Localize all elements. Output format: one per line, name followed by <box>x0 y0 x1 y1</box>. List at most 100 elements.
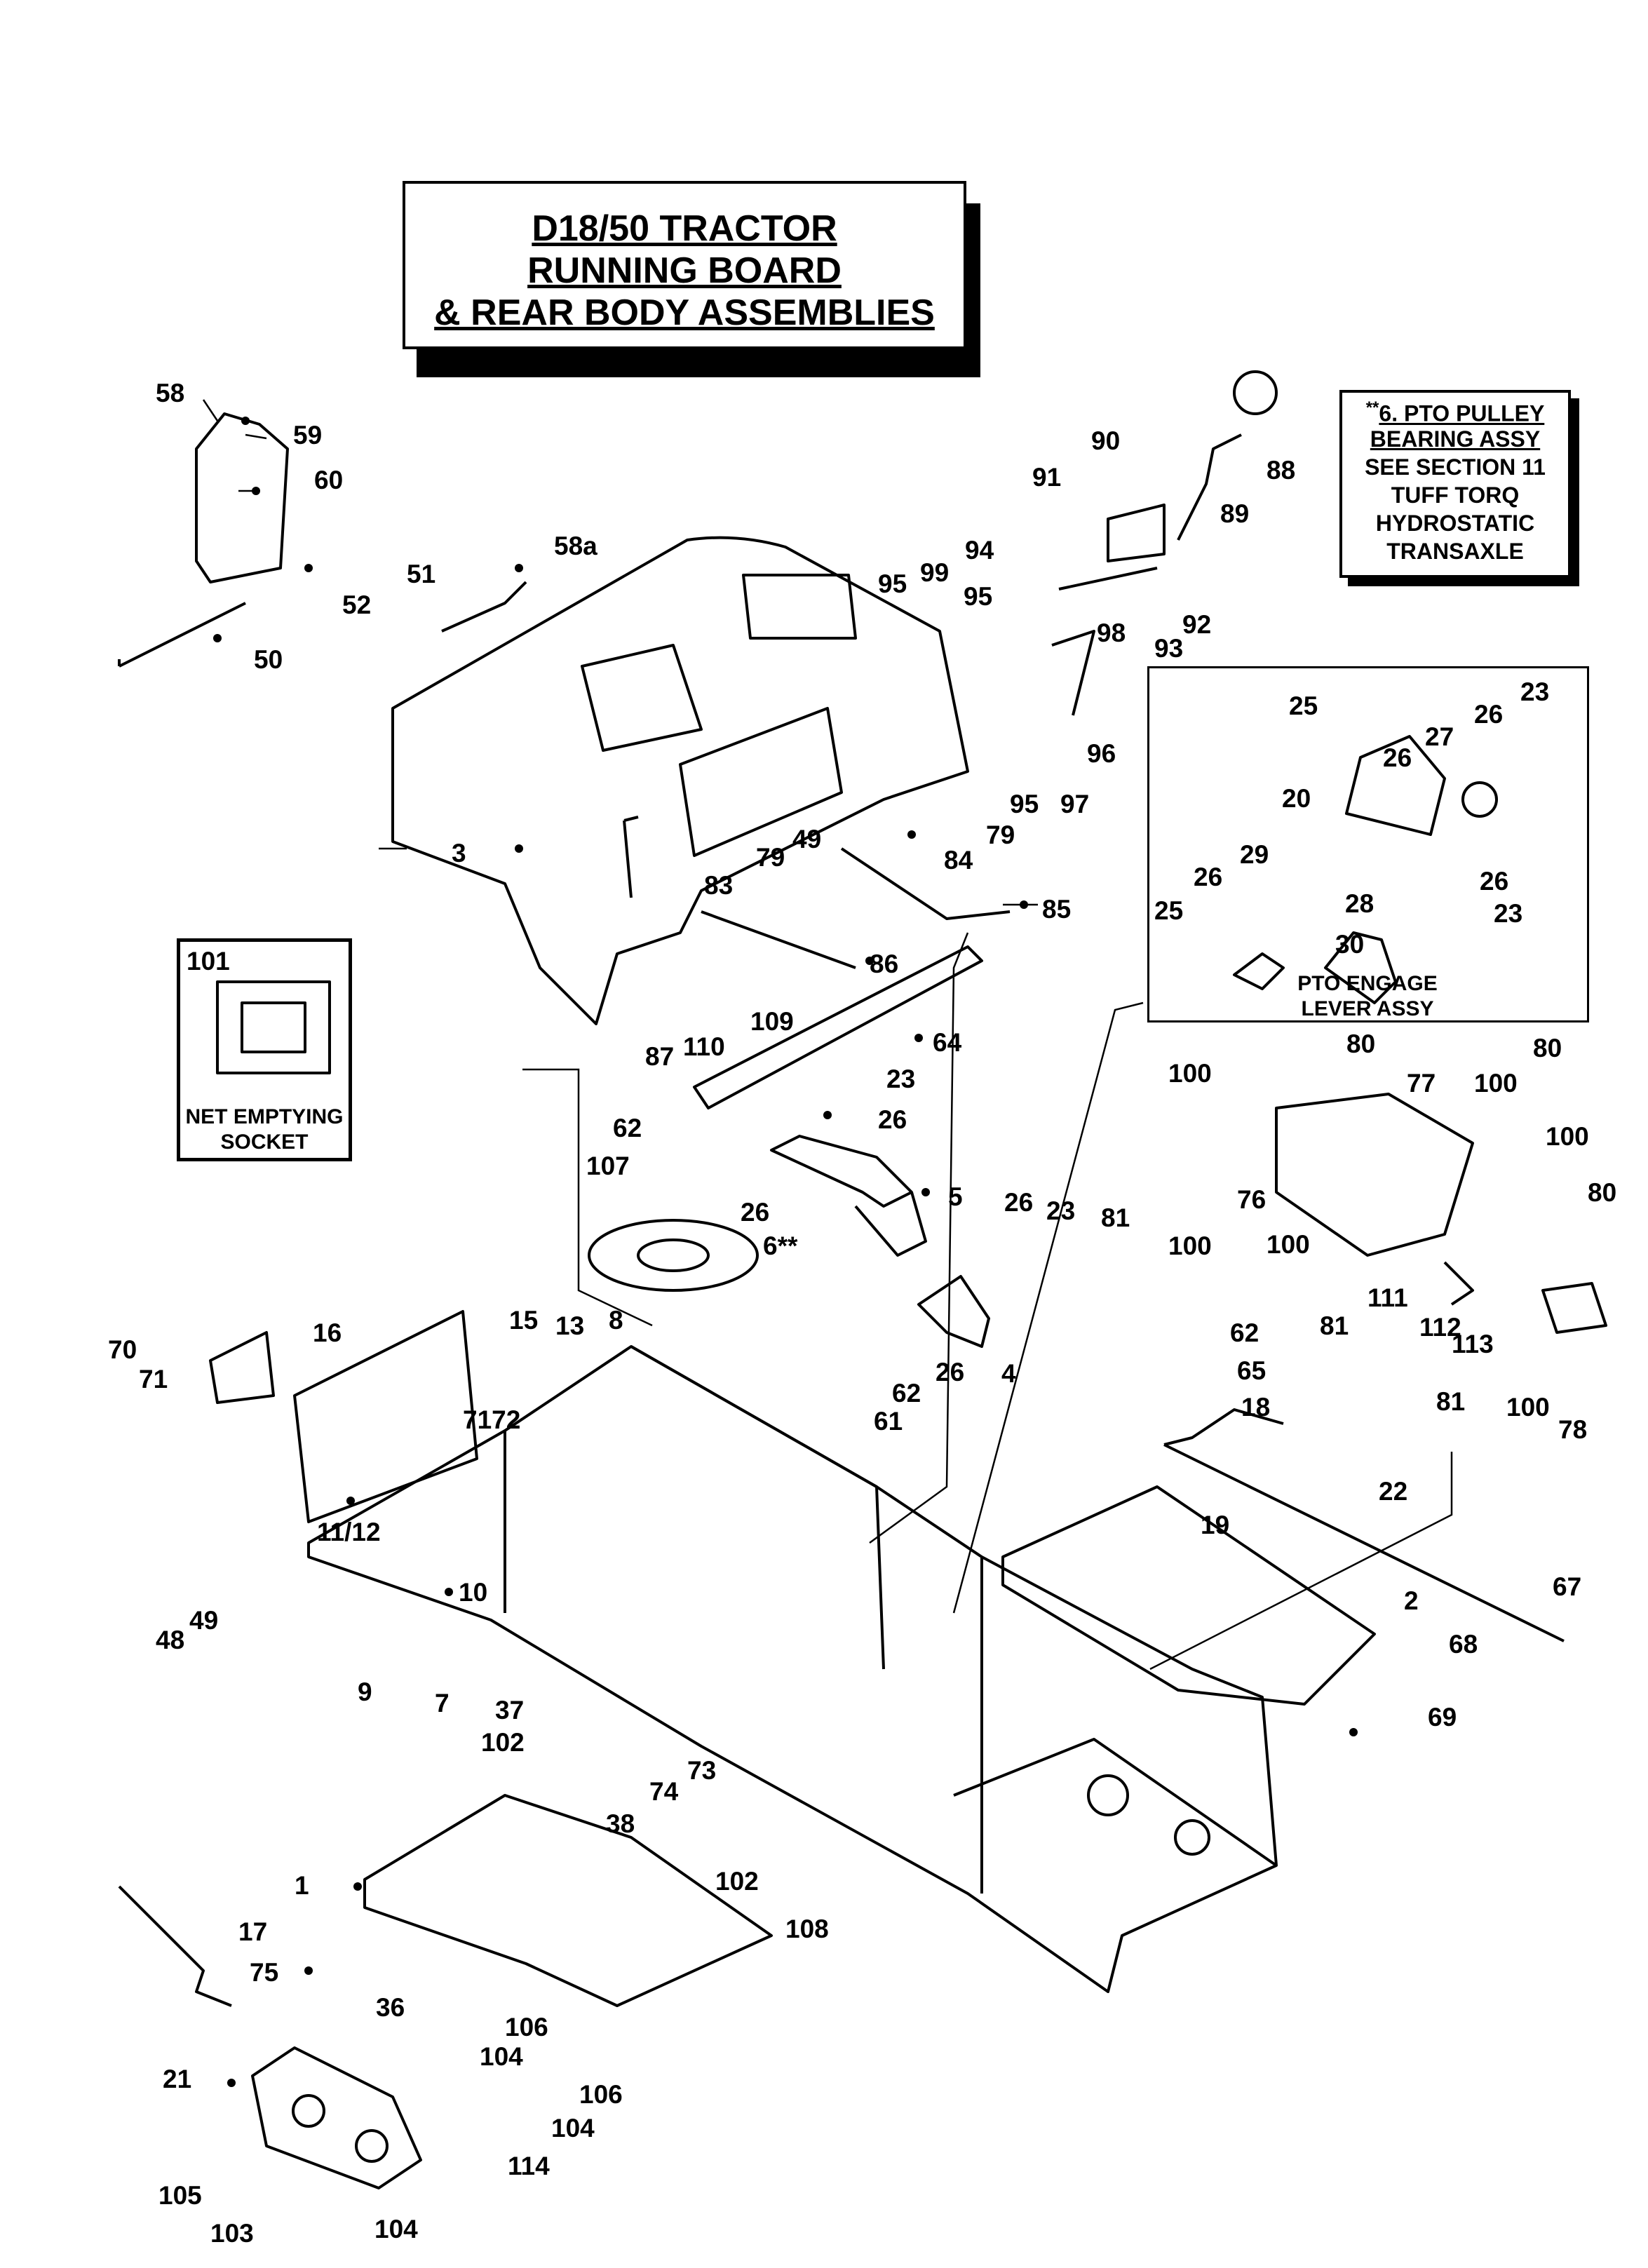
note-line-5: HYDROSTATIC <box>1375 511 1535 536</box>
callout-28: 28 <box>1345 889 1375 918</box>
callout-100-c: 100 <box>1168 1231 1212 1260</box>
callout-74: 74 <box>649 1777 679 1806</box>
callout-91: 91 <box>1032 463 1062 492</box>
callout-23-c: 23 <box>1520 677 1550 706</box>
callout-3: 3 <box>452 839 466 868</box>
callout-38: 38 <box>606 1809 635 1838</box>
callout-111: 111 <box>1367 1283 1408 1312</box>
callout-26-b: 26 <box>741 1198 770 1227</box>
callout-18: 18 <box>1241 1393 1271 1422</box>
callout-67: 67 <box>1553 1572 1582 1601</box>
callout-114: 114 <box>508 2152 550 2180</box>
callout-100-f: 100 <box>1506 1393 1550 1422</box>
callout-98: 98 <box>1097 619 1126 647</box>
callout-103: 103 <box>210 2219 254 2248</box>
callout-100-e: 100 <box>1546 1122 1589 1151</box>
note-line-6: TRANSAXLE <box>1386 539 1524 564</box>
callout-96: 96 <box>1087 739 1116 768</box>
callout-22: 22 <box>1379 1477 1408 1506</box>
callout-94: 94 <box>965 536 994 565</box>
callout-76: 76 <box>1237 1185 1267 1214</box>
callout-73: 73 <box>687 1756 717 1785</box>
callout-79-b: 79 <box>986 821 1015 849</box>
callout-36: 36 <box>376 1993 405 2022</box>
callout-62-b: 62 <box>892 1379 921 1408</box>
note-line-4: TUFF TORQ <box>1391 482 1520 508</box>
callout-79-a: 79 <box>756 843 785 872</box>
callout-26-h: 26 <box>1480 867 1509 896</box>
callout-95-a: 95 <box>878 569 907 598</box>
callout-93: 93 <box>1154 634 1184 663</box>
callout-102-b: 102 <box>715 1867 759 1896</box>
callout-17: 17 <box>238 1917 268 1946</box>
callout-1: 1 <box>295 1871 309 1900</box>
callout-75: 75 <box>250 1958 279 1987</box>
callout-106-b: 106 <box>579 2080 623 2109</box>
callout-7: 7 <box>435 1689 450 1717</box>
callout-23-d: 23 <box>1494 899 1523 928</box>
callout-80-c: 80 <box>1588 1178 1617 1207</box>
title-box: D18/50 TRACTOR RUNNING BOARD & REAR BODY… <box>403 181 966 349</box>
pto-lever-inset <box>1147 666 1589 1022</box>
callout-81-a: 81 <box>1101 1203 1130 1232</box>
note-line-3: SEE SECTION 11 <box>1365 454 1546 480</box>
callout-95-b: 95 <box>964 582 993 611</box>
callout-110: 110 <box>683 1032 725 1061</box>
callout-8: 8 <box>609 1306 623 1335</box>
callout-100-a: 100 <box>1168 1059 1212 1088</box>
callout-104-a: 104 <box>480 2042 523 2071</box>
title-line-3: & REAR BODY ASSEMBLIES <box>434 292 935 333</box>
callout-50: 50 <box>254 645 283 674</box>
callout-49-a: 49 <box>792 825 822 853</box>
callout-15: 15 <box>509 1306 539 1335</box>
callout-5: 5 <box>948 1182 963 1211</box>
callout-7172: 7172 <box>463 1405 521 1434</box>
callout-81-b: 81 <box>1320 1311 1349 1340</box>
callout-84: 84 <box>944 846 973 875</box>
callout-19: 19 <box>1201 1511 1230 1539</box>
seat-plate <box>195 412 289 583</box>
callout-61: 61 <box>874 1407 903 1436</box>
callout-16: 16 <box>313 1318 342 1347</box>
callout-97: 97 <box>1060 790 1090 818</box>
callout-69: 69 <box>1428 1703 1457 1732</box>
callout-4: 4 <box>1001 1359 1016 1388</box>
callout-68: 68 <box>1449 1630 1478 1659</box>
note-line-2: BEARING ASSY <box>1370 426 1541 452</box>
note-line-1: 6. PTO PULLEY <box>1379 400 1545 426</box>
callout-37: 37 <box>495 1696 525 1724</box>
callout-102-a: 102 <box>481 1728 525 1757</box>
callout-21: 21 <box>163 2065 192 2093</box>
callout-92: 92 <box>1182 610 1212 639</box>
callout-30: 30 <box>1335 930 1365 959</box>
note-box: **6. PTO PULLEY BEARING ASSY SEE SECTION… <box>1339 390 1571 578</box>
running-board-left <box>363 1794 773 2007</box>
callout-23-a: 23 <box>886 1065 916 1093</box>
callout-9: 9 <box>358 1678 372 1706</box>
callout-25-b: 25 <box>1154 896 1184 925</box>
callout-107: 107 <box>586 1152 630 1180</box>
callout-11-12: 11/12 <box>317 1518 381 1546</box>
callout-88: 88 <box>1267 456 1296 485</box>
callout-49-b: 49 <box>189 1606 219 1635</box>
callout-26-c: 26 <box>1004 1188 1034 1217</box>
callout-106-a: 106 <box>505 2013 548 2041</box>
callout-58: 58 <box>156 379 185 407</box>
callout-104-b: 104 <box>551 2114 595 2142</box>
callout-29: 29 <box>1240 840 1269 869</box>
callout-95-c: 95 <box>1010 790 1039 818</box>
callout-105: 105 <box>158 2181 202 2210</box>
title-line-2: RUNNING BOARD <box>527 250 842 291</box>
callout-80-a: 80 <box>1346 1030 1376 1058</box>
callout-58a: 58a <box>554 532 597 560</box>
callout-87: 87 <box>645 1042 675 1071</box>
callout-100-d: 100 <box>1267 1230 1310 1259</box>
socket-inset <box>177 938 352 1161</box>
callout-101: 101 <box>187 947 230 976</box>
callout-26-d: 26 <box>936 1358 965 1386</box>
pto-lever-label-1: PTO ENGAGE <box>1297 972 1438 995</box>
callout-70: 70 <box>108 1335 137 1364</box>
callout-99: 99 <box>920 558 950 587</box>
callout-59: 59 <box>293 421 323 450</box>
